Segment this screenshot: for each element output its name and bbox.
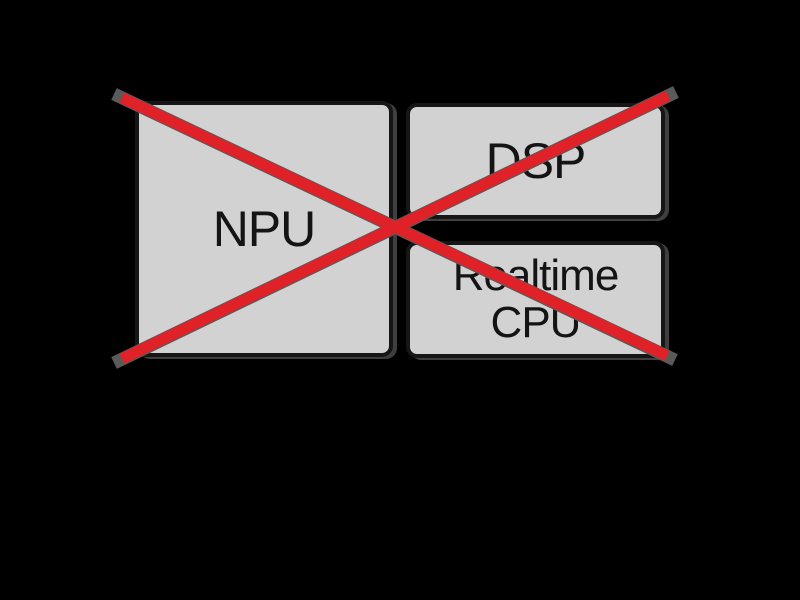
npu-label: NPU [212, 201, 317, 257]
npu-box: NPU [135, 101, 393, 357]
dsp-label: DSP [485, 133, 587, 189]
realtime-cpu-box: Realtime CPU [406, 241, 665, 358]
dsp-box: DSP [406, 103, 665, 219]
realtime-cpu-label: Realtime CPU [452, 251, 620, 347]
